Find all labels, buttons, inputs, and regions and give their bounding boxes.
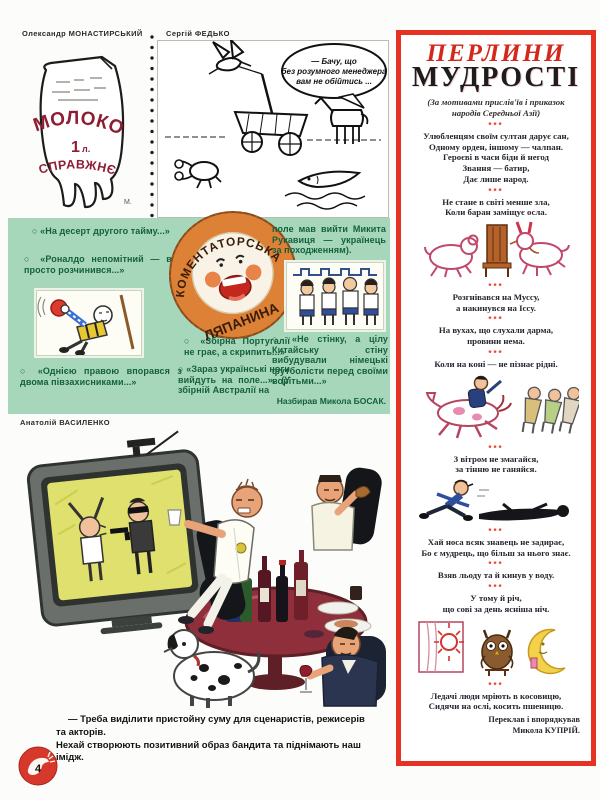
asterisk-separator: *** <box>488 315 504 325</box>
football-wall-cartoon <box>286 262 384 330</box>
pearls-of-wisdom-column: ПЕРЛИНИ МУДРОСТІ (За мотивами прислів'їв… <box>396 30 596 766</box>
cartoonist-signature: М. <box>124 199 132 206</box>
proverb-2: Не стане в світі менше зла, Коли баран з… <box>442 196 550 218</box>
proverb-8: Взяв льоду та й кинув у воду. <box>437 570 555 581</box>
pearls-title-line2: МУДРОСТІ <box>411 62 581 93</box>
artist-label-vasylenko: Анатолій ВАСИЛЕНКО <box>20 418 111 427</box>
pearls-title-line1: ПЕРЛИНИ <box>426 40 566 67</box>
asterisk-separator: *** <box>488 583 504 593</box>
asterisk-separator: *** <box>488 560 504 570</box>
page-number: 4 <box>35 763 42 775</box>
milk-volume: 1 <box>71 139 80 156</box>
commentator-blunders-block: ○ «На десерт другого тайму...» ○ «Роналд… <box>8 210 390 414</box>
manager-fable-cartoon: — Бачу, що без розумного менеджера вам н… <box>157 40 389 218</box>
svg-text:СПРАВЖНЄ: СПРАВЖНЄ <box>37 157 118 177</box>
proverb-3: Розгнівався на Муссу, а накинувся на Ісс… <box>452 292 540 313</box>
artist-label-fedko: Сергій ФЕДЬКО <box>166 29 230 38</box>
proverb-9: У тому й річ, що сові за день ясніша ніч… <box>442 593 550 614</box>
milk-unit: л. <box>82 144 90 154</box>
quote-3: ○ «Однією правою впорався з двома півзах… <box>20 366 182 387</box>
goalkeeper-cartoon <box>36 290 142 356</box>
quote-1: ○ «На десерт другого тайму...» <box>32 226 170 236</box>
proverb-5: Коли на коні — не пізнає рідні. <box>434 358 558 369</box>
bandits-watching-tv-cartoon <box>26 430 386 708</box>
asterisk-separator: *** <box>488 443 504 453</box>
asterisk-separator: *** <box>488 680 504 690</box>
bubble-line: без розумного менеджера <box>282 67 387 76</box>
artist-label-monastyrsky: Олександр МОНАСТИРСЬКИЙ <box>22 29 143 38</box>
quote-4: ○ «Збірна Португалії не грає, а скрипить… <box>184 336 290 357</box>
caption-line-2: Нехай створюють позитивний образ бандита… <box>56 739 361 764</box>
proverb-4: На вухах, що слухали дарма, провини нема… <box>438 325 554 347</box>
quote-6: ○ «Не стінку, а цілу Китайську стіну виб… <box>272 334 388 387</box>
collector-credit: Назбирав Микола БОСАК. <box>276 396 386 406</box>
pepper-page-badge: 4 <box>18 746 58 786</box>
bubble-line: — Бачу, що <box>310 57 357 66</box>
quote-2: ○ «Роналдо непомітний — він просто розчи… <box>24 254 180 275</box>
rider-on-horse-cartoon <box>425 375 579 438</box>
proverb-1: Улюбленцям своїм султан дарує сан, Одном… <box>423 130 569 184</box>
asterisk-separator: *** <box>488 282 504 291</box>
proverb-6: З вітром не змагайся, за тінню не ганяйс… <box>453 453 539 475</box>
caption-line-1: — Треба виділити пристойну суму для сцен… <box>56 714 365 738</box>
proverb-7: Хай носа всяк знавець не задирає, Бо є м… <box>421 537 571 558</box>
bubble-line: вам не обійтись ... <box>296 77 372 86</box>
asterisk-separator: *** <box>488 527 504 537</box>
asterisk-separator: *** <box>488 348 504 358</box>
milk-bag-cartoon: МОЛОКО 1 л. СПРАВЖНЄ М. <box>31 55 132 209</box>
pearls-subtitle: (За мотивами прислів'їв і приказок народ… <box>427 97 565 118</box>
cartoon-caption: — Треба виділити пристойну суму для сцен… <box>56 714 374 765</box>
asterisk-separator: *** <box>488 120 504 130</box>
quote-5: ○ «Зараз українські ноги вийдуть на поле… <box>178 364 290 396</box>
translator-credit: Переклав і впорядкував Микола КУПРІЙ. <box>488 715 580 735</box>
asterisk-separator: *** <box>488 186 504 196</box>
shadow-chase-cartoon <box>419 479 569 522</box>
proverb-10: Ледачі люди мріють в косовицю, Сидячи на… <box>428 690 564 712</box>
owl-day-night-cartoon <box>418 620 566 676</box>
ram-donkey-chair-cartoon <box>424 221 570 278</box>
perforation-dots <box>149 32 156 220</box>
quote-5-continuation: поле мав вийти Микита Рукавиця — україне… <box>272 224 386 256</box>
milk-real-word: СПРАВЖНЄ <box>37 157 117 177</box>
commentator-badge: КОМЕНТАТОРСЬКА ЛЯПАНИНА <box>164 210 298 344</box>
